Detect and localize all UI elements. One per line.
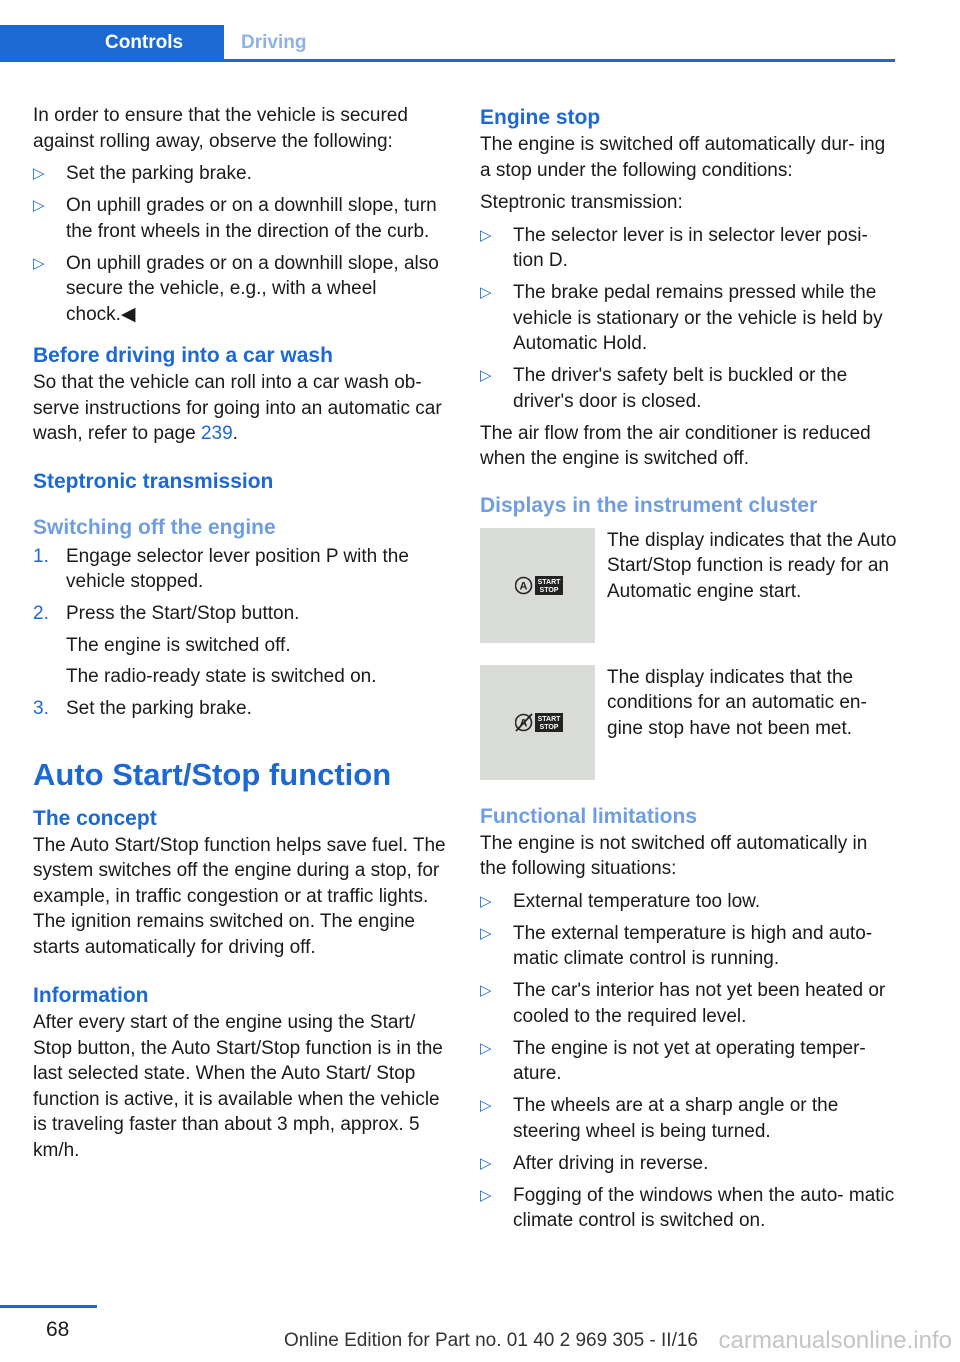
triangle-bullet-icon: ▷ (33, 254, 45, 272)
carwash-heading: Before driving into a car wash (33, 344, 333, 367)
triangle-bullet-icon: ▷ (480, 924, 492, 942)
svg-text:STOP: STOP (540, 724, 559, 731)
carwash-paragraph: So that the vehicle can roll into a car … (33, 372, 442, 444)
auto-start-stop-ready-image: A START STOP (480, 527, 595, 643)
list-item: ▷On uphill grades or on a downhill slope… (33, 252, 439, 325)
triangle-bullet-icon: ▷ (480, 1186, 492, 1204)
intro-bullet-list: ▷Set the parking brake. ▷On uphill grade… (33, 161, 446, 327)
chapter-tabs: Controls Driving (0, 25, 895, 62)
list-item: ▷The selector lever is in selector lever… (480, 224, 868, 272)
header-rule (0, 59, 895, 62)
left-column: In order to ensure that the vehicle is s… (33, 103, 446, 1163)
steptronic-heading: Steptronic transmission (33, 469, 274, 493)
concept-heading: The concept (33, 806, 157, 830)
triangle-bullet-icon: ▷ (33, 165, 45, 182)
page-reference-link[interactable]: 239 (200, 423, 233, 444)
triangle-bullet-icon: ▷ (480, 226, 492, 244)
triangle-bullet-icon: ▷ (480, 892, 492, 910)
airflow-paragraph: The air flow from the air conditioner is… (480, 422, 871, 470)
list-item: ▷After driving in reverse. (480, 1151, 895, 1177)
tab-controls[interactable]: Controls (0, 25, 224, 61)
display-not-met-row: A START STOP The display indicates that … (480, 664, 895, 780)
display-ready-row: A START STOP The display indicates that … (480, 527, 897, 643)
list-item: ▷Set the parking brake. (33, 161, 446, 187)
information-heading: Information (33, 984, 149, 1007)
svg-text:STOP: STOP (540, 587, 559, 594)
list-item: 2.Press the Start/Stop button. The engin… (33, 603, 377, 687)
list-item: ▷The car's interior has not yet been hea… (480, 980, 886, 1027)
intro-paragraph: In order to ensure that the vehicle is s… (33, 105, 408, 152)
triangle-bullet-icon: ▷ (480, 1097, 492, 1114)
display-ready-text: The display indicates that the Auto Star… (607, 529, 897, 602)
limitations-paragraph: The engine is not switched off automatic… (480, 832, 868, 880)
page-number: 68 (46, 1318, 70, 1341)
triangle-bullet-icon: ▷ (33, 197, 45, 214)
list-item: 1.Engage selector lever position P with … (33, 545, 409, 593)
engine-stop-paragraph: The engine is switched off automatically… (480, 134, 886, 181)
stop-conditions-list: ▷The selector lever is in selector lever… (480, 223, 895, 415)
display-not-met-text: The display indicates that the condition… (607, 666, 867, 739)
triangle-bullet-icon: ▷ (480, 367, 492, 384)
engine-stop-heading: Engine stop (480, 106, 601, 129)
edition-text: Online Edition for Part no. 01 40 2 969 … (283, 1330, 698, 1351)
switching-off-heading: Switching off the engine (33, 515, 276, 539)
list-item: ▷The engine is not yet at operating temp… (480, 1037, 866, 1085)
list-item: ▷The driver's safety belt is buckled or … (480, 365, 848, 412)
auto-start-stop-icon: A START STOP (515, 575, 563, 595)
list-item: ▷Fogging of the windows when the auto‐ m… (480, 1184, 895, 1232)
svg-text:A: A (520, 580, 528, 592)
right-column: Engine stop The engine is switched off a… (480, 103, 897, 1240)
auto-start-stop-off-icon: A START STOP (515, 712, 563, 732)
triangle-bullet-icon: ▷ (480, 284, 492, 301)
list-item: ▷The external temperature is high and au… (480, 922, 873, 970)
limitations-list: ▷External temperature too low. ▷The exte… (480, 889, 895, 1234)
svg-text:START: START (538, 716, 562, 723)
auto-start-stop-inactive-image: A START STOP (480, 664, 595, 780)
auto-start-stop-heading: Auto Start/Stop function (33, 756, 392, 792)
triangle-bullet-icon: ▷ (480, 982, 492, 999)
displays-heading: Displays in the instrument cluster (480, 493, 818, 517)
list-item: ▷The wheels are at a sharp angle or the … (480, 1095, 839, 1142)
steptronic-label: Steptronic transmission: (480, 192, 683, 213)
footer-rule (0, 1305, 97, 1308)
triangle-bullet-icon: ▷ (480, 1039, 492, 1057)
list-item: ▷On uphill grades or on a downhill slope… (33, 195, 437, 242)
svg-text:START: START (538, 579, 562, 586)
list-item: ▷External temperature too low. (480, 889, 895, 915)
functional-limitations-heading: Functional limitations (480, 804, 698, 828)
steps-list: 1.Engage selector lever position P with … (33, 544, 446, 722)
watermark: carmanualsonline.info (718, 1327, 952, 1354)
triangle-bullet-icon: ▷ (480, 1154, 492, 1172)
information-paragraph: After every start of the engine using th… (33, 1012, 443, 1161)
list-item: 3.Set the parking brake. (33, 698, 252, 719)
list-item: ▷The brake pedal remains pressed while t… (480, 282, 883, 354)
tab-driving[interactable]: Driving (241, 32, 307, 53)
concept-paragraph: The Auto Start/Stop function helps save … (33, 834, 446, 958)
